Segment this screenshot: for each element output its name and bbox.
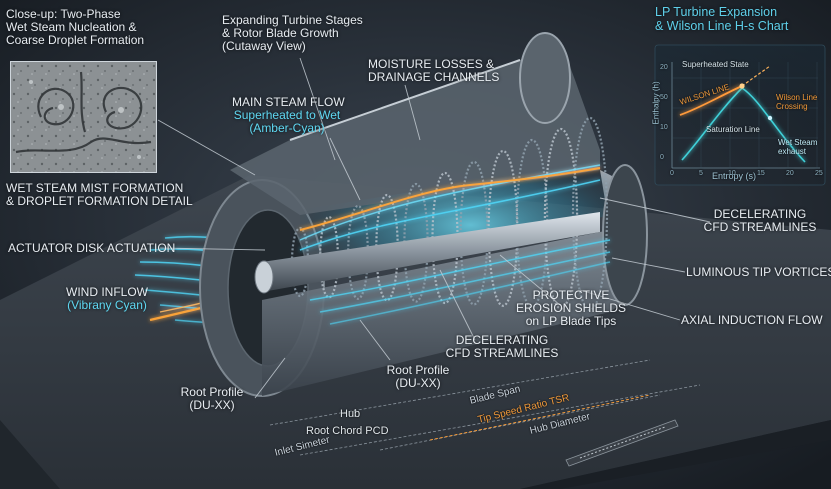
chart-x-tick-label: 0 [670, 170, 674, 177]
inset-title: Close-up: Two-Phase Wet Steam Nucleation… [6, 7, 145, 47]
callout-axial-induction: AXIAL INDUCTION FLOW [681, 313, 823, 327]
callout-root-profile-center: Root Profile (DU-XX) [386, 363, 450, 390]
shaft-hub-end [254, 260, 274, 294]
chart-y-tick-label: 10 [660, 124, 668, 131]
chart-x-tick-label: 15 [757, 170, 765, 177]
chart-y-tick-label: 20 [660, 64, 668, 71]
upper-shell [230, 40, 600, 215]
wet-steam-closeup-image [10, 61, 157, 173]
chart-grid [672, 62, 818, 168]
exhaust-point [767, 115, 773, 121]
chart-ylabel: Enthalpy (h) [651, 81, 661, 125]
chart-title: LP Turbine Expansion & Wilson Line H-s C… [655, 5, 789, 33]
dimension-lines [269, 359, 701, 456]
crossing-point [739, 83, 745, 89]
callout-wind-inflow: WIND INFLOW [66, 285, 148, 299]
lower-shell [262, 170, 640, 396]
blade-stage [571, 116, 609, 312]
right-flange [519, 32, 571, 124]
callout-decel-center: DECELERATING CFD STREAMLINES [445, 333, 559, 360]
scale-bar [565, 419, 679, 467]
upper-shell-edge [289, 59, 521, 141]
chart-xlabel: Entropy (s) [712, 171, 757, 181]
callout-decel-right: DECELERATING CFD STREAMLINES [703, 207, 817, 234]
wilson-line-curve [679, 85, 743, 116]
callout-main-steam-sub: Superheated to Wet (Amber-Cyan) [233, 108, 341, 135]
chart-label-crossing: Wilson Line Crossing [776, 93, 818, 111]
chart-y-tick-label: 50 [660, 94, 668, 101]
callout-tip-vortices: LUMINOUS TIP VORTICES [686, 265, 831, 279]
expansion-line [741, 65, 771, 87]
callout-root-profile-left: Root Profile (DU-XX) [180, 385, 244, 412]
chart-x-tick-label: 5 [699, 170, 703, 177]
dim-root-chord: Root Chord PCD [306, 425, 389, 437]
internal-streamlines [299, 164, 611, 325]
chart-label-superheated: Superheated State [682, 60, 749, 69]
dim-hub: Hub [340, 408, 361, 420]
callout-wind-inflow-sub: (Vibrany Cyan) [67, 298, 147, 312]
rotor-shaft [262, 212, 600, 292]
table-front-edge [520, 420, 831, 489]
chart-x-tick-label: 20 [786, 170, 794, 177]
chart-panel [654, 44, 826, 186]
chart-x-tick-label: 25 [815, 170, 823, 177]
callout-expanding-stages: Expanding Turbine Stages & Rotor Blade G… [222, 13, 363, 53]
tsr-dimension-line [429, 394, 651, 441]
chart-label-exhaust: Wet Steam exhaust [778, 138, 818, 156]
callout-moisture-losses: MOISTURE LOSSES & DRAINAGE CHANNELS [368, 57, 500, 84]
droplet-texture [11, 62, 156, 172]
right-outlet [602, 164, 648, 306]
callout-leaders [157, 57, 711, 399]
callout-actuator-disk: ACTUATOR DISK ACTUATION [8, 241, 176, 255]
chart-y-tick-label: 0 [660, 154, 664, 161]
inset-caption: WET STEAM MIST FORMATION & DROPLET FORMA… [6, 181, 193, 208]
chart-x-tick-label: 10 [728, 170, 736, 177]
hs-chart [654, 44, 826, 186]
chart-label-saturation: Saturation Line [706, 125, 760, 134]
callout-erosion-shields: PROTECTIVE EROSION SHIELDS on LP Blade T… [515, 288, 627, 328]
table-edge [0, 420, 60, 489]
callout-main-steam-flow: MAIN STEAM FLOW [232, 95, 345, 109]
